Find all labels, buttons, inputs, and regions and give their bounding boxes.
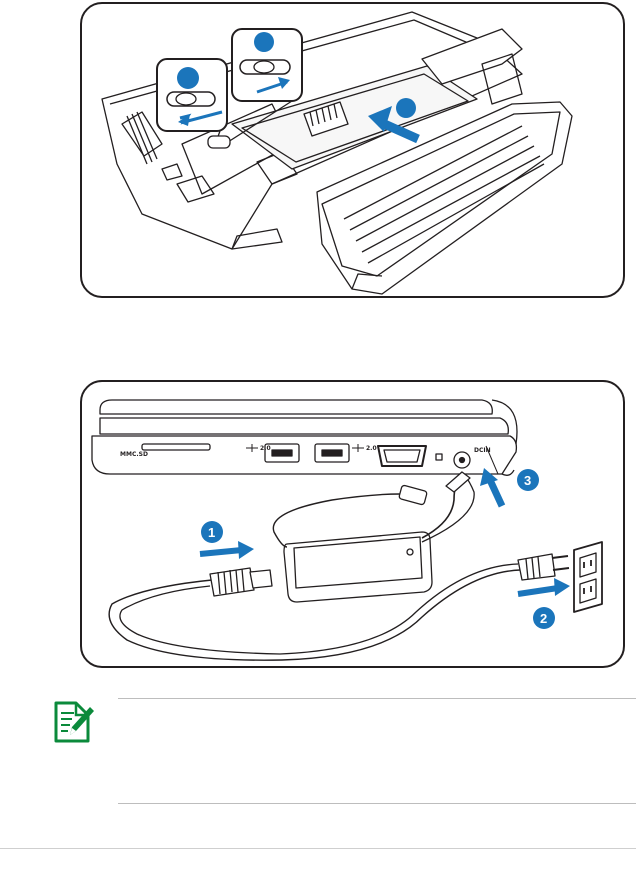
lock-callout-2 (232, 29, 302, 101)
step-1-number: 1 (208, 525, 215, 540)
dc-in-label: DCIN (474, 447, 491, 454)
footer-divider (0, 848, 636, 849)
step-3-number: 3 (524, 473, 531, 488)
battery-install-figure (80, 2, 625, 298)
lock-callout-1 (157, 59, 227, 131)
note-divider-bottom (118, 803, 636, 804)
battery-illustration (82, 4, 627, 300)
note-pencil-icon (52, 697, 96, 745)
card-reader-label: MMC.SD (120, 451, 148, 458)
note-divider-top (118, 698, 636, 699)
power-connect-figure: MMC.SD 2.0 2.0 DCIN 1 2 3 (80, 380, 625, 668)
usb-left-label: 2.0 (260, 445, 271, 452)
usb-right-label: 2.0 (366, 445, 377, 452)
step-2-number: 2 (540, 611, 547, 626)
power-illustration: MMC.SD 2.0 2.0 DCIN 1 2 3 (82, 382, 627, 670)
